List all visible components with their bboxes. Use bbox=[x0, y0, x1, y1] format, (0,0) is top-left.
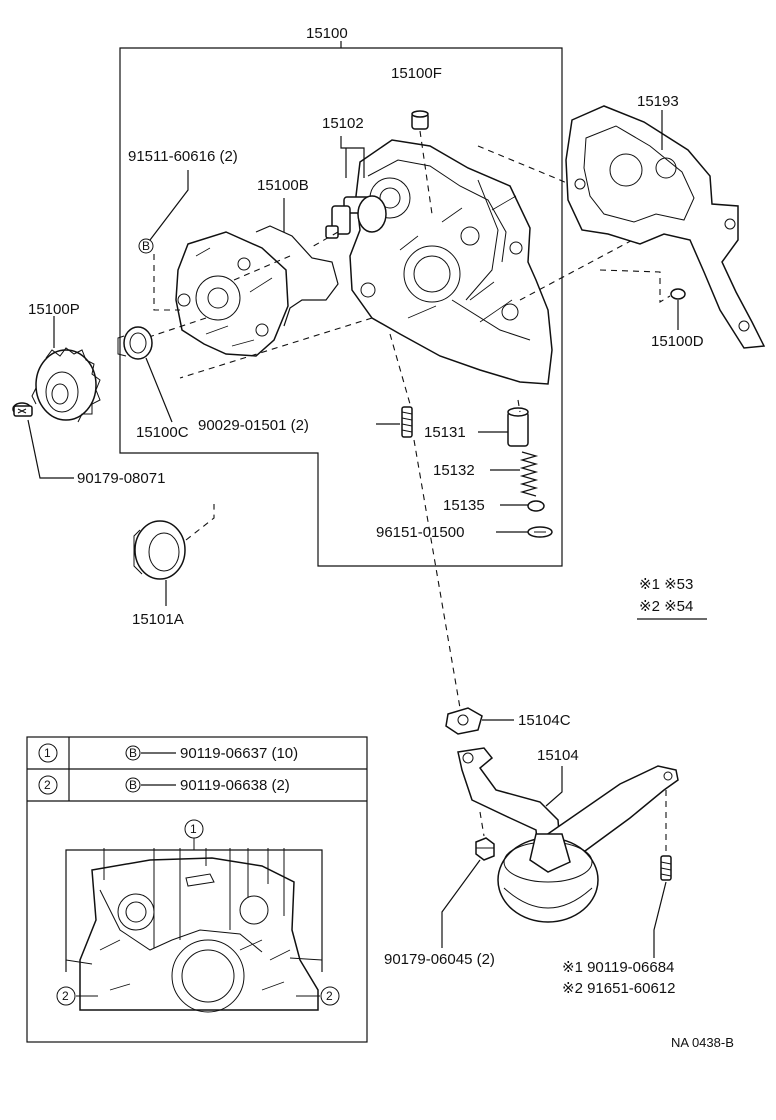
label-90029-01501: 90029-01501 (2) bbox=[198, 417, 309, 434]
note-2: ※2 ※54 bbox=[639, 598, 693, 615]
label-15100p: 15100P bbox=[28, 301, 80, 318]
label-15131: 15131 bbox=[424, 424, 466, 441]
label-15104c: 15104C bbox=[518, 712, 571, 729]
sketch-callout-2-right: 2 bbox=[326, 989, 333, 1003]
stud-bolt-alt bbox=[660, 855, 672, 881]
label-15193: 15193 bbox=[637, 93, 679, 110]
legend-part-2: 90119-06638 (2) bbox=[180, 777, 290, 794]
svg-text:B: B bbox=[129, 778, 137, 792]
rotor-shaft bbox=[325, 195, 387, 239]
o-ring-15100b bbox=[255, 225, 339, 327]
label-15101a: 15101A bbox=[132, 611, 184, 628]
note-1: ※1 ※53 bbox=[639, 576, 693, 593]
b-marker-circle bbox=[138, 238, 154, 254]
label-90179-08071: 90179-08071 bbox=[77, 470, 165, 487]
relief-valve-15131 bbox=[507, 407, 529, 447]
bolt-legend-table: 1 B 90119-06637 (10) 2 B 90119-06638 (2) bbox=[26, 736, 368, 1043]
legend-part-1: 90119-06637 (10) bbox=[180, 745, 298, 762]
label-15104: 15104 bbox=[537, 747, 579, 764]
nut-90179-06045 bbox=[475, 837, 495, 861]
gasket-15193 bbox=[565, 105, 766, 349]
label-alt-1: ※1 90119-06684 bbox=[562, 959, 674, 976]
svg-text:B: B bbox=[129, 746, 137, 760]
strainer-gasket-15104c bbox=[445, 707, 483, 735]
sketch-callout-2-left: 2 bbox=[62, 989, 69, 1003]
catalog-code: NA 0438-B bbox=[671, 1035, 734, 1050]
oil-seal-15101a bbox=[133, 520, 186, 580]
sketch-callout-1: 1 bbox=[190, 822, 197, 836]
label-alt-2: ※2 91651-60612 bbox=[562, 980, 676, 997]
bolt-location-sketch bbox=[65, 838, 323, 1013]
pump-cover-plate bbox=[175, 231, 289, 357]
label-15135: 15135 bbox=[443, 497, 485, 514]
label-15100b: 15100B bbox=[257, 177, 309, 194]
assembly-boundary bbox=[119, 47, 563, 567]
retainer-15135 bbox=[527, 500, 545, 512]
timing-gear-15100p bbox=[31, 347, 101, 423]
label-15100: 15100 bbox=[306, 25, 348, 42]
pin-15100d bbox=[670, 288, 686, 300]
oil-strainer-15104 bbox=[457, 747, 679, 923]
svg-text:1: 1 bbox=[44, 746, 51, 760]
snap-ring-96151-01500 bbox=[527, 526, 553, 538]
stud-90029-01501 bbox=[401, 406, 413, 438]
front-cover-housing bbox=[349, 139, 553, 385]
label-96151-01500: 96151-01500 bbox=[376, 524, 464, 541]
spring-15132 bbox=[519, 451, 539, 497]
bushing-15100c bbox=[117, 326, 153, 360]
svg-text:2: 2 bbox=[44, 778, 51, 792]
legend-row-2: 2 B 90119-06638 (2) bbox=[38, 775, 290, 795]
label-15102: 15102 bbox=[322, 115, 364, 132]
label-15132: 15132 bbox=[433, 462, 475, 479]
svg-text:B: B bbox=[142, 239, 150, 253]
label-15100d: 15100D bbox=[651, 333, 704, 350]
label-90179-06045: 90179-06045 (2) bbox=[384, 951, 495, 968]
label-15100c: 15100C bbox=[136, 424, 189, 441]
screw-90179-08071 bbox=[12, 402, 33, 417]
plug-15100f bbox=[411, 110, 429, 130]
label-91511-60616: 91511-60616 (2) bbox=[128, 148, 238, 165]
legend-row-1: 1 B 90119-06637 (10) bbox=[38, 743, 298, 763]
label-15100f: 15100F bbox=[391, 65, 442, 82]
